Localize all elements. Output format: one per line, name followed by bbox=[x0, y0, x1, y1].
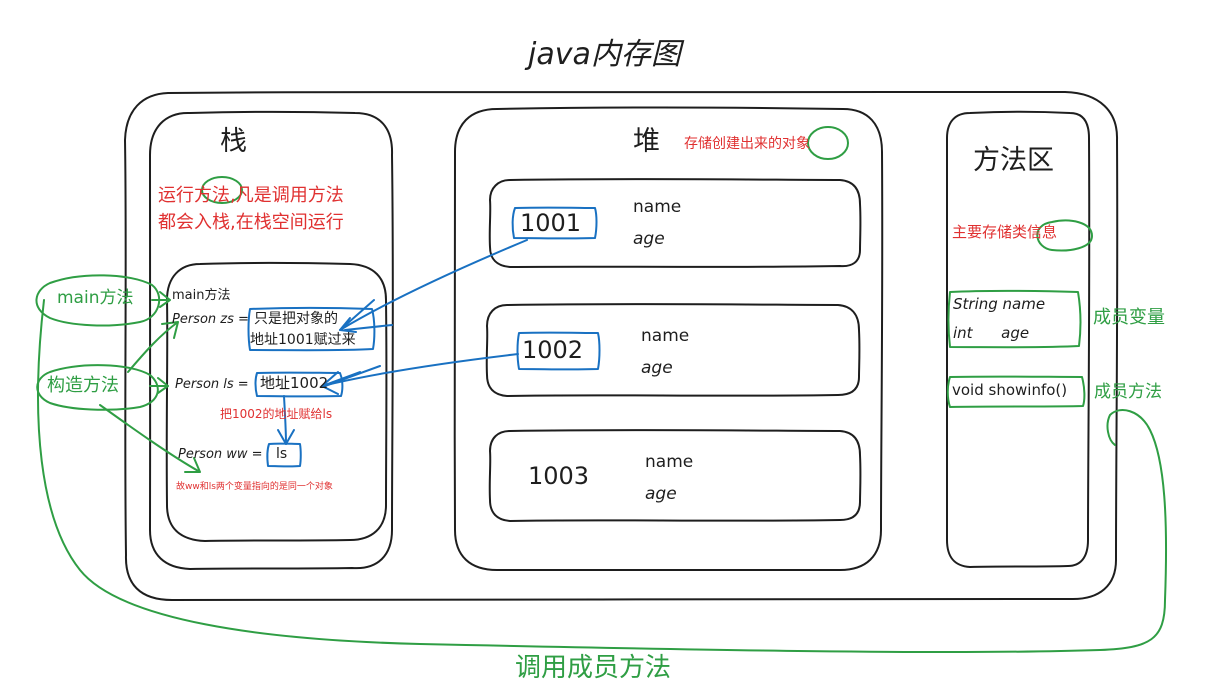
id-box-1002 bbox=[516, 331, 601, 371]
heap-object-1003-age: age bbox=[645, 484, 677, 504]
ww-declaration: Person ww = bbox=[178, 447, 263, 462]
call-member-method-curve bbox=[37, 299, 1168, 654]
heap-object-1003-id: 1003 bbox=[528, 462, 590, 490]
circle-object-word bbox=[807, 126, 849, 160]
ww-value-box bbox=[266, 442, 302, 468]
fields-box bbox=[947, 289, 1082, 349]
heap-object-1002-frame bbox=[485, 303, 861, 398]
constructor-label: 构造方法 bbox=[47, 375, 119, 396]
main-method-ellipse bbox=[35, 274, 161, 327]
arrow-constructor-to-zs bbox=[127, 321, 179, 373]
heap-frame bbox=[453, 106, 884, 572]
arrow-ls-to-ww bbox=[283, 395, 287, 445]
fields-label: 成员变量 bbox=[1093, 307, 1165, 328]
zs-value-box bbox=[247, 306, 376, 352]
ls-value-box bbox=[254, 371, 344, 398]
method-label: 成员方法 bbox=[1094, 382, 1162, 402]
heap-title: 堆 bbox=[633, 126, 660, 157]
ls-note: 把1002的地址赋给ls bbox=[220, 407, 333, 421]
zs-value-line1: 只是把对象的 bbox=[254, 311, 338, 327]
heap-object-1002-id: 1002 bbox=[522, 336, 584, 364]
heap-desc: 存储创建出来的对象 bbox=[684, 136, 810, 152]
ls-value: 地址1002 bbox=[260, 374, 329, 392]
arrow-1002-to-ls bbox=[321, 353, 519, 387]
heap-object-1001-frame bbox=[488, 178, 862, 269]
heap-object-1001-age: age bbox=[633, 229, 665, 249]
ls-declaration: Person ls = bbox=[175, 377, 249, 392]
arrow-constructor-to-ww bbox=[99, 404, 201, 473]
method-area-desc: 主要存储类信息 bbox=[952, 223, 1058, 241]
id-box-1001 bbox=[511, 206, 598, 240]
arrow-main-to-frame bbox=[151, 291, 171, 308]
call-member-method-label: 调用成员方法 bbox=[515, 653, 672, 683]
ww-value: ls bbox=[276, 446, 288, 462]
main-method-label: main方法 bbox=[57, 288, 134, 308]
arrow-constructor-to-ls bbox=[149, 377, 169, 394]
method-box bbox=[946, 375, 1086, 408]
heap-object-1001-name: name bbox=[633, 197, 682, 217]
ww-note: 故ww和ls两个变量指向的是同一个对象 bbox=[176, 482, 333, 492]
stack-frame bbox=[148, 110, 394, 571]
method-showinfo: void showinfo() bbox=[952, 381, 1068, 399]
constructor-ellipse bbox=[36, 364, 159, 411]
zs-declaration: Person zs = bbox=[172, 312, 249, 327]
outer-frame bbox=[123, 90, 1119, 602]
zs-value-line2: 地址1001赋过来 bbox=[250, 332, 356, 348]
stack-desc-line1: 运行方法,凡是调用方法 bbox=[158, 185, 344, 206]
circle-method-word bbox=[201, 176, 243, 204]
stack-desc-line2: 都会入栈,在栈空间运行 bbox=[158, 212, 344, 233]
field-int-age: int age bbox=[953, 324, 1030, 342]
heap-object-1002-age: age bbox=[641, 358, 673, 378]
method-area-title: 方法区 bbox=[973, 145, 1054, 176]
heap-object-1003-frame bbox=[488, 429, 862, 523]
stack-title: 栈 bbox=[220, 126, 247, 157]
main-frame-title: main方法 bbox=[172, 288, 231, 303]
field-string-name: String name bbox=[953, 295, 1046, 313]
main-frame bbox=[165, 261, 388, 543]
heap-object-1001-id: 1001 bbox=[520, 209, 582, 237]
method-area-frame bbox=[945, 110, 1091, 569]
heap-object-1003-name: name bbox=[645, 452, 694, 472]
page-title: java内存图 bbox=[528, 37, 681, 72]
heap-object-1002-name: name bbox=[641, 326, 690, 346]
class-info-circle bbox=[1036, 219, 1093, 252]
arrow-1001-to-zs bbox=[339, 239, 528, 331]
